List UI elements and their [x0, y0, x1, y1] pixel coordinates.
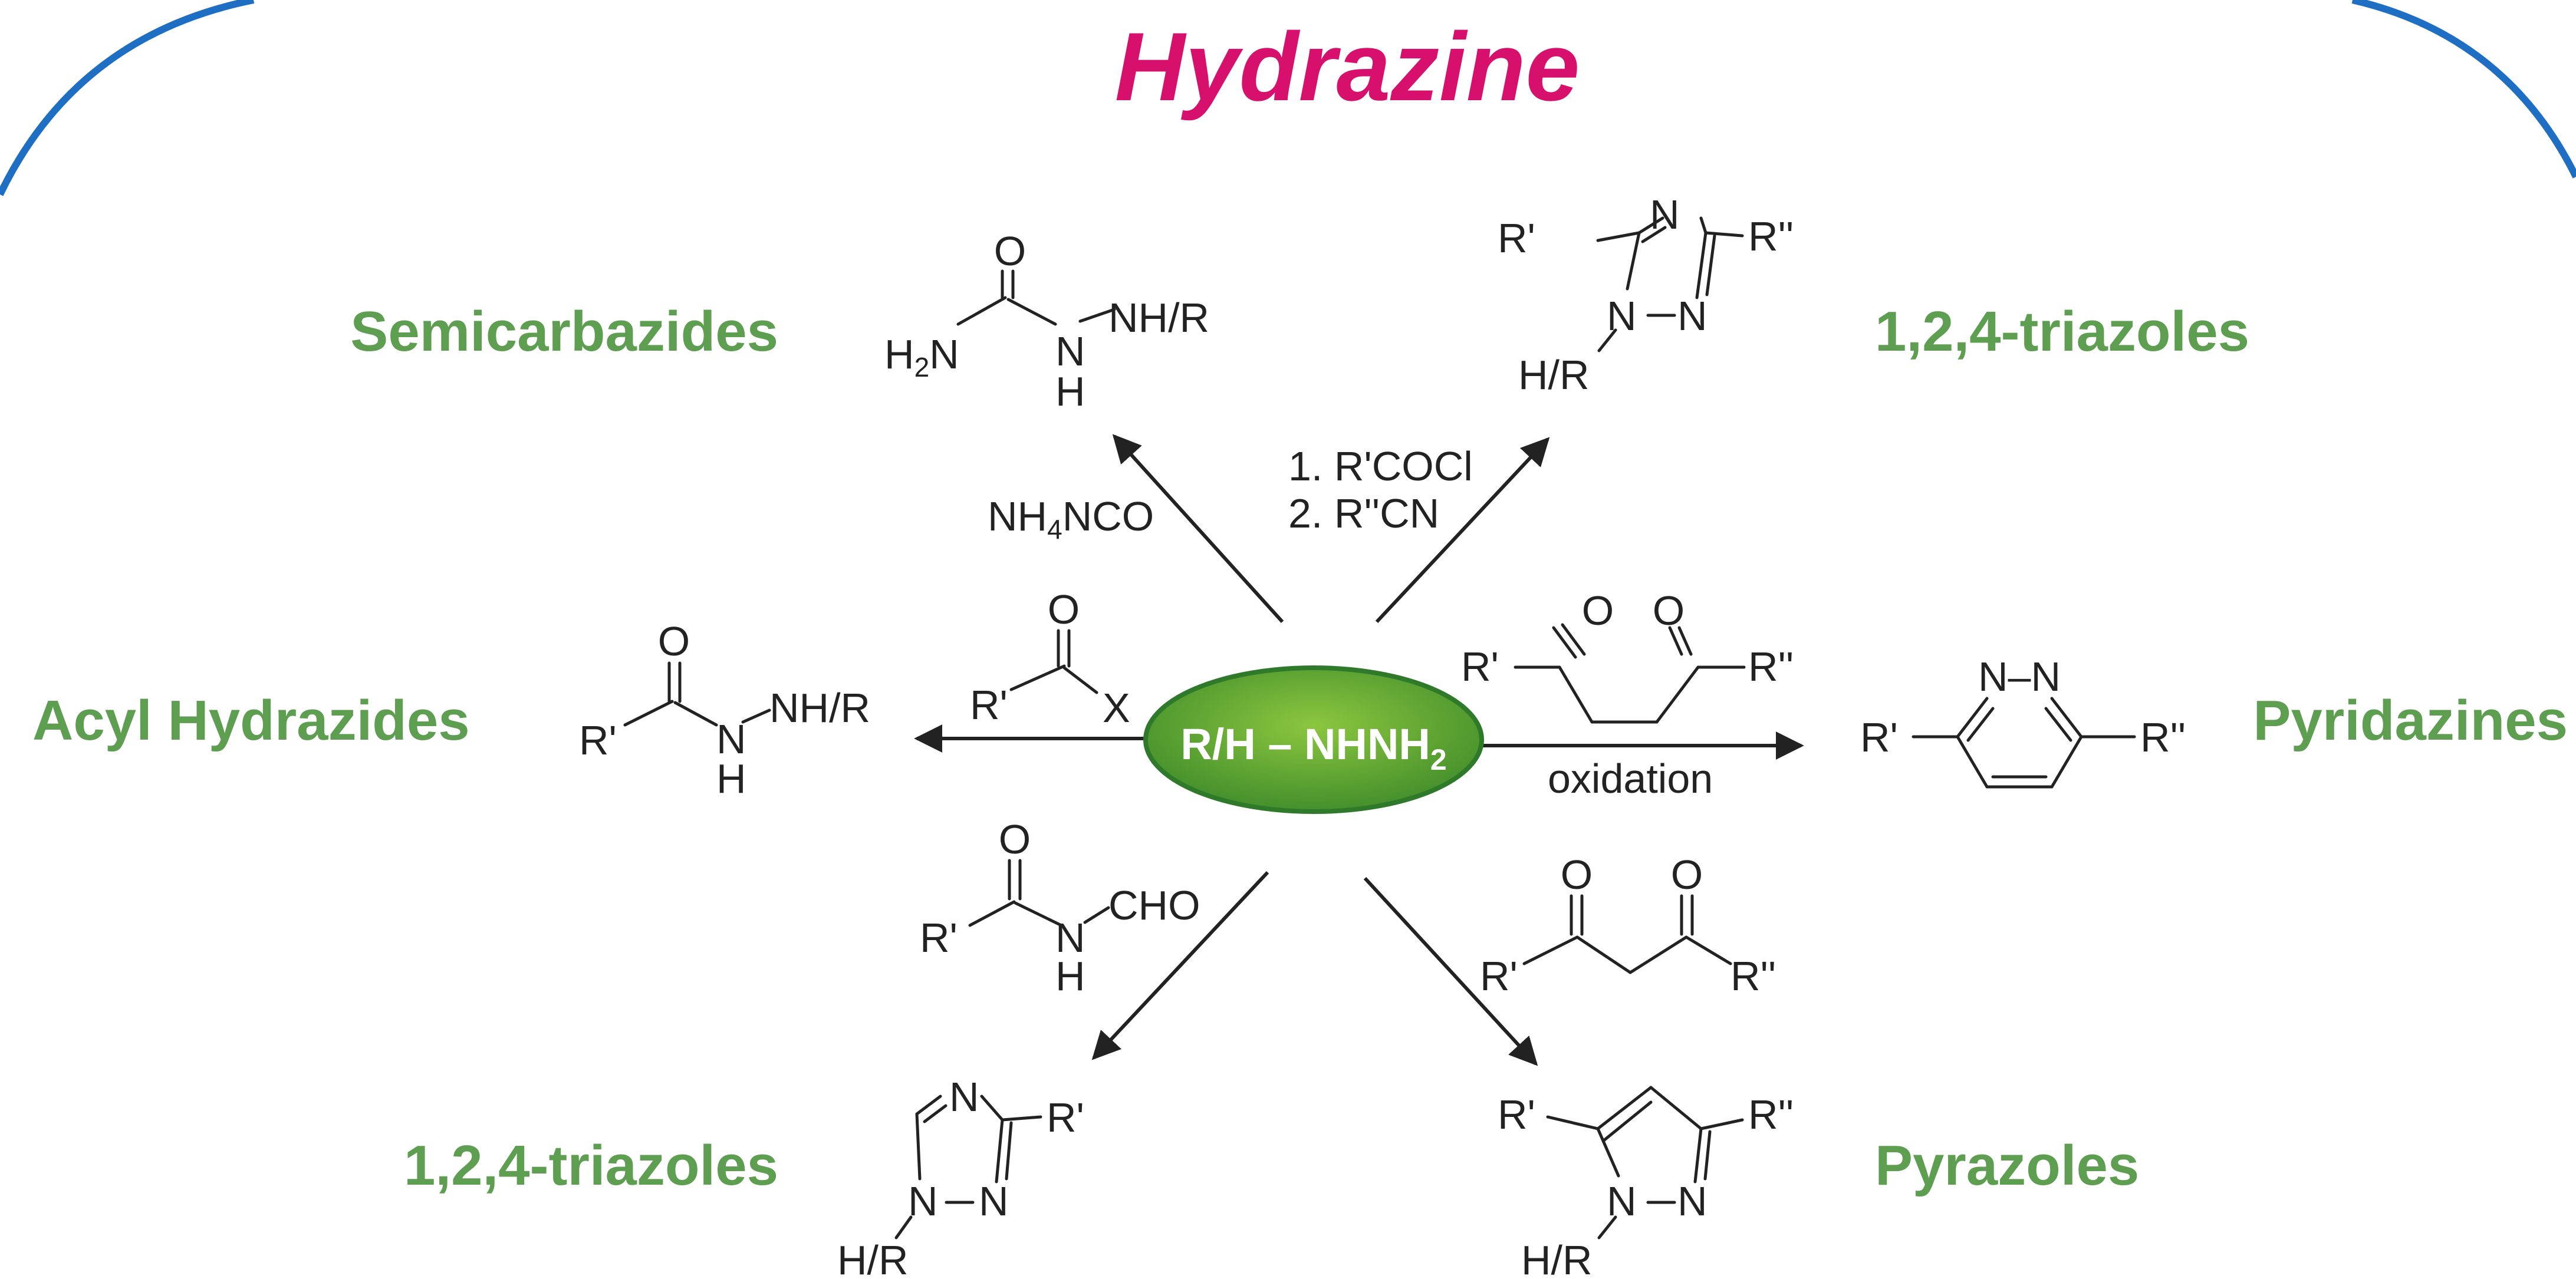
acyl-hydrazide-structure: O R' N H NH/R — [579, 618, 870, 802]
svg-text:O: O — [999, 816, 1031, 862]
svg-text:N: N — [1607, 1178, 1637, 1224]
center-label: R/H – NHNH — [1180, 720, 1430, 769]
svg-text:R'': R'' — [1731, 953, 1776, 999]
triazole-bottom-structure: N R' N N H/R — [837, 1074, 1084, 1279]
arrow-to-semicarbazides — [1112, 434, 1284, 624]
svg-text:H: H — [1055, 953, 1085, 999]
center-label-subscript: 2 — [1430, 743, 1447, 776]
svg-text:H/R: H/R — [1518, 352, 1590, 398]
pyrazole-structure: R' R'' N N H/R — [1498, 1086, 1794, 1279]
svg-text:R': R' — [1498, 1092, 1535, 1138]
svg-text:R': R' — [579, 717, 617, 763]
svg-text:R'': R'' — [1748, 213, 1794, 259]
decor-arc-left — [0, 0, 255, 196]
svg-text:H/R: H/R — [1521, 1237, 1593, 1279]
hydrazine-center: R/H – NHNH2 — [1143, 665, 1484, 814]
svg-text:N: N — [979, 1178, 1009, 1224]
product-pyridazines: Pyridazines — [2253, 689, 2568, 752]
svg-text:R': R' — [1860, 714, 1898, 760]
product-triazoles-top: 1,2,4-triazoles — [1875, 300, 2249, 363]
svg-text:CHO: CHO — [1108, 882, 1200, 928]
svg-text:NH/R: NH/R — [1108, 295, 1209, 341]
svg-text:O: O — [1582, 588, 1614, 634]
reagent-step-1: 1. R'COCl — [1288, 443, 1473, 489]
svg-text:N: N — [1677, 1178, 1708, 1224]
svg-text:N: N — [1677, 293, 1708, 339]
pyridazine-structure: N–N R' R'' — [1860, 654, 2186, 789]
reagent-acyl-halide: O R' X — [970, 586, 1130, 731]
svg-text:N: N — [949, 1074, 979, 1120]
product-semicarbazides: Semicarbazides — [350, 300, 778, 363]
svg-text:R'': R'' — [1748, 644, 1794, 690]
page-title: Hydrazine — [1115, 12, 1580, 121]
svg-text:N: N — [1055, 915, 1085, 961]
svg-text:N: N — [1055, 328, 1085, 374]
reagent-step-2: 2. R''CN — [1288, 490, 1439, 536]
svg-text:N–N: N–N — [1978, 654, 2061, 700]
svg-text:R'': R'' — [2140, 714, 2186, 760]
svg-text:O: O — [1048, 586, 1080, 632]
svg-text:NH/R: NH/R — [769, 685, 870, 731]
product-pyrazoles: Pyrazoles — [1875, 1134, 2139, 1197]
svg-text:R': R' — [1461, 644, 1499, 690]
semicarbazide-structure: O H2N N H NH/R — [884, 228, 1209, 414]
arrow-to-triazoles-top — [1375, 437, 1550, 624]
svg-text:O: O — [658, 618, 690, 664]
svg-text:H: H — [716, 756, 746, 802]
svg-text:R': R' — [1047, 1095, 1084, 1140]
svg-text:O: O — [1561, 852, 1593, 898]
svg-text:H/R: H/R — [837, 1237, 909, 1279]
svg-text:H2N: H2N — [884, 331, 959, 383]
reagent-1-4-diketone: O O R' R'' — [1461, 588, 1794, 724]
svg-text:O: O — [994, 228, 1026, 274]
svg-text:R': R' — [1498, 215, 1535, 261]
reagent-oxidation: oxidation — [1548, 756, 1713, 802]
reagent-formyl-amide: O R' N H CHO — [920, 816, 1200, 999]
svg-text:N: N — [716, 716, 746, 762]
arrow-to-triazoles-bottom — [1091, 871, 1269, 1060]
svg-text:O: O — [1671, 852, 1703, 898]
svg-text:N: N — [1650, 192, 1680, 238]
svg-text:N: N — [908, 1178, 938, 1224]
product-acyl-hydrazides: Acyl Hydrazides — [32, 689, 470, 752]
svg-text:R': R' — [1480, 953, 1518, 999]
svg-text:X: X — [1103, 685, 1130, 731]
decor-arc-right — [2351, 0, 2576, 179]
reagent-1-3-diketone: O O R' R'' — [1480, 852, 1776, 999]
svg-text:O: O — [1653, 588, 1685, 634]
svg-text:H: H — [1055, 368, 1085, 414]
product-triazoles-bottom: 1,2,4-triazoles — [404, 1134, 778, 1197]
svg-text:R': R' — [970, 682, 1008, 728]
triazole-top-structure: R' N R'' N N H/R — [1498, 192, 1794, 398]
svg-text:N: N — [1607, 293, 1637, 339]
svg-text:R': R' — [920, 915, 958, 961]
svg-text:R'': R'' — [1748, 1092, 1794, 1138]
arrow-to-pyrazoles — [1363, 876, 1538, 1066]
svg-text:R/H – NHNH2: R/H – NHNH2 — [1180, 720, 1446, 776]
reagent-ammonium-cyanate: NH4NCO — [988, 493, 1154, 545]
